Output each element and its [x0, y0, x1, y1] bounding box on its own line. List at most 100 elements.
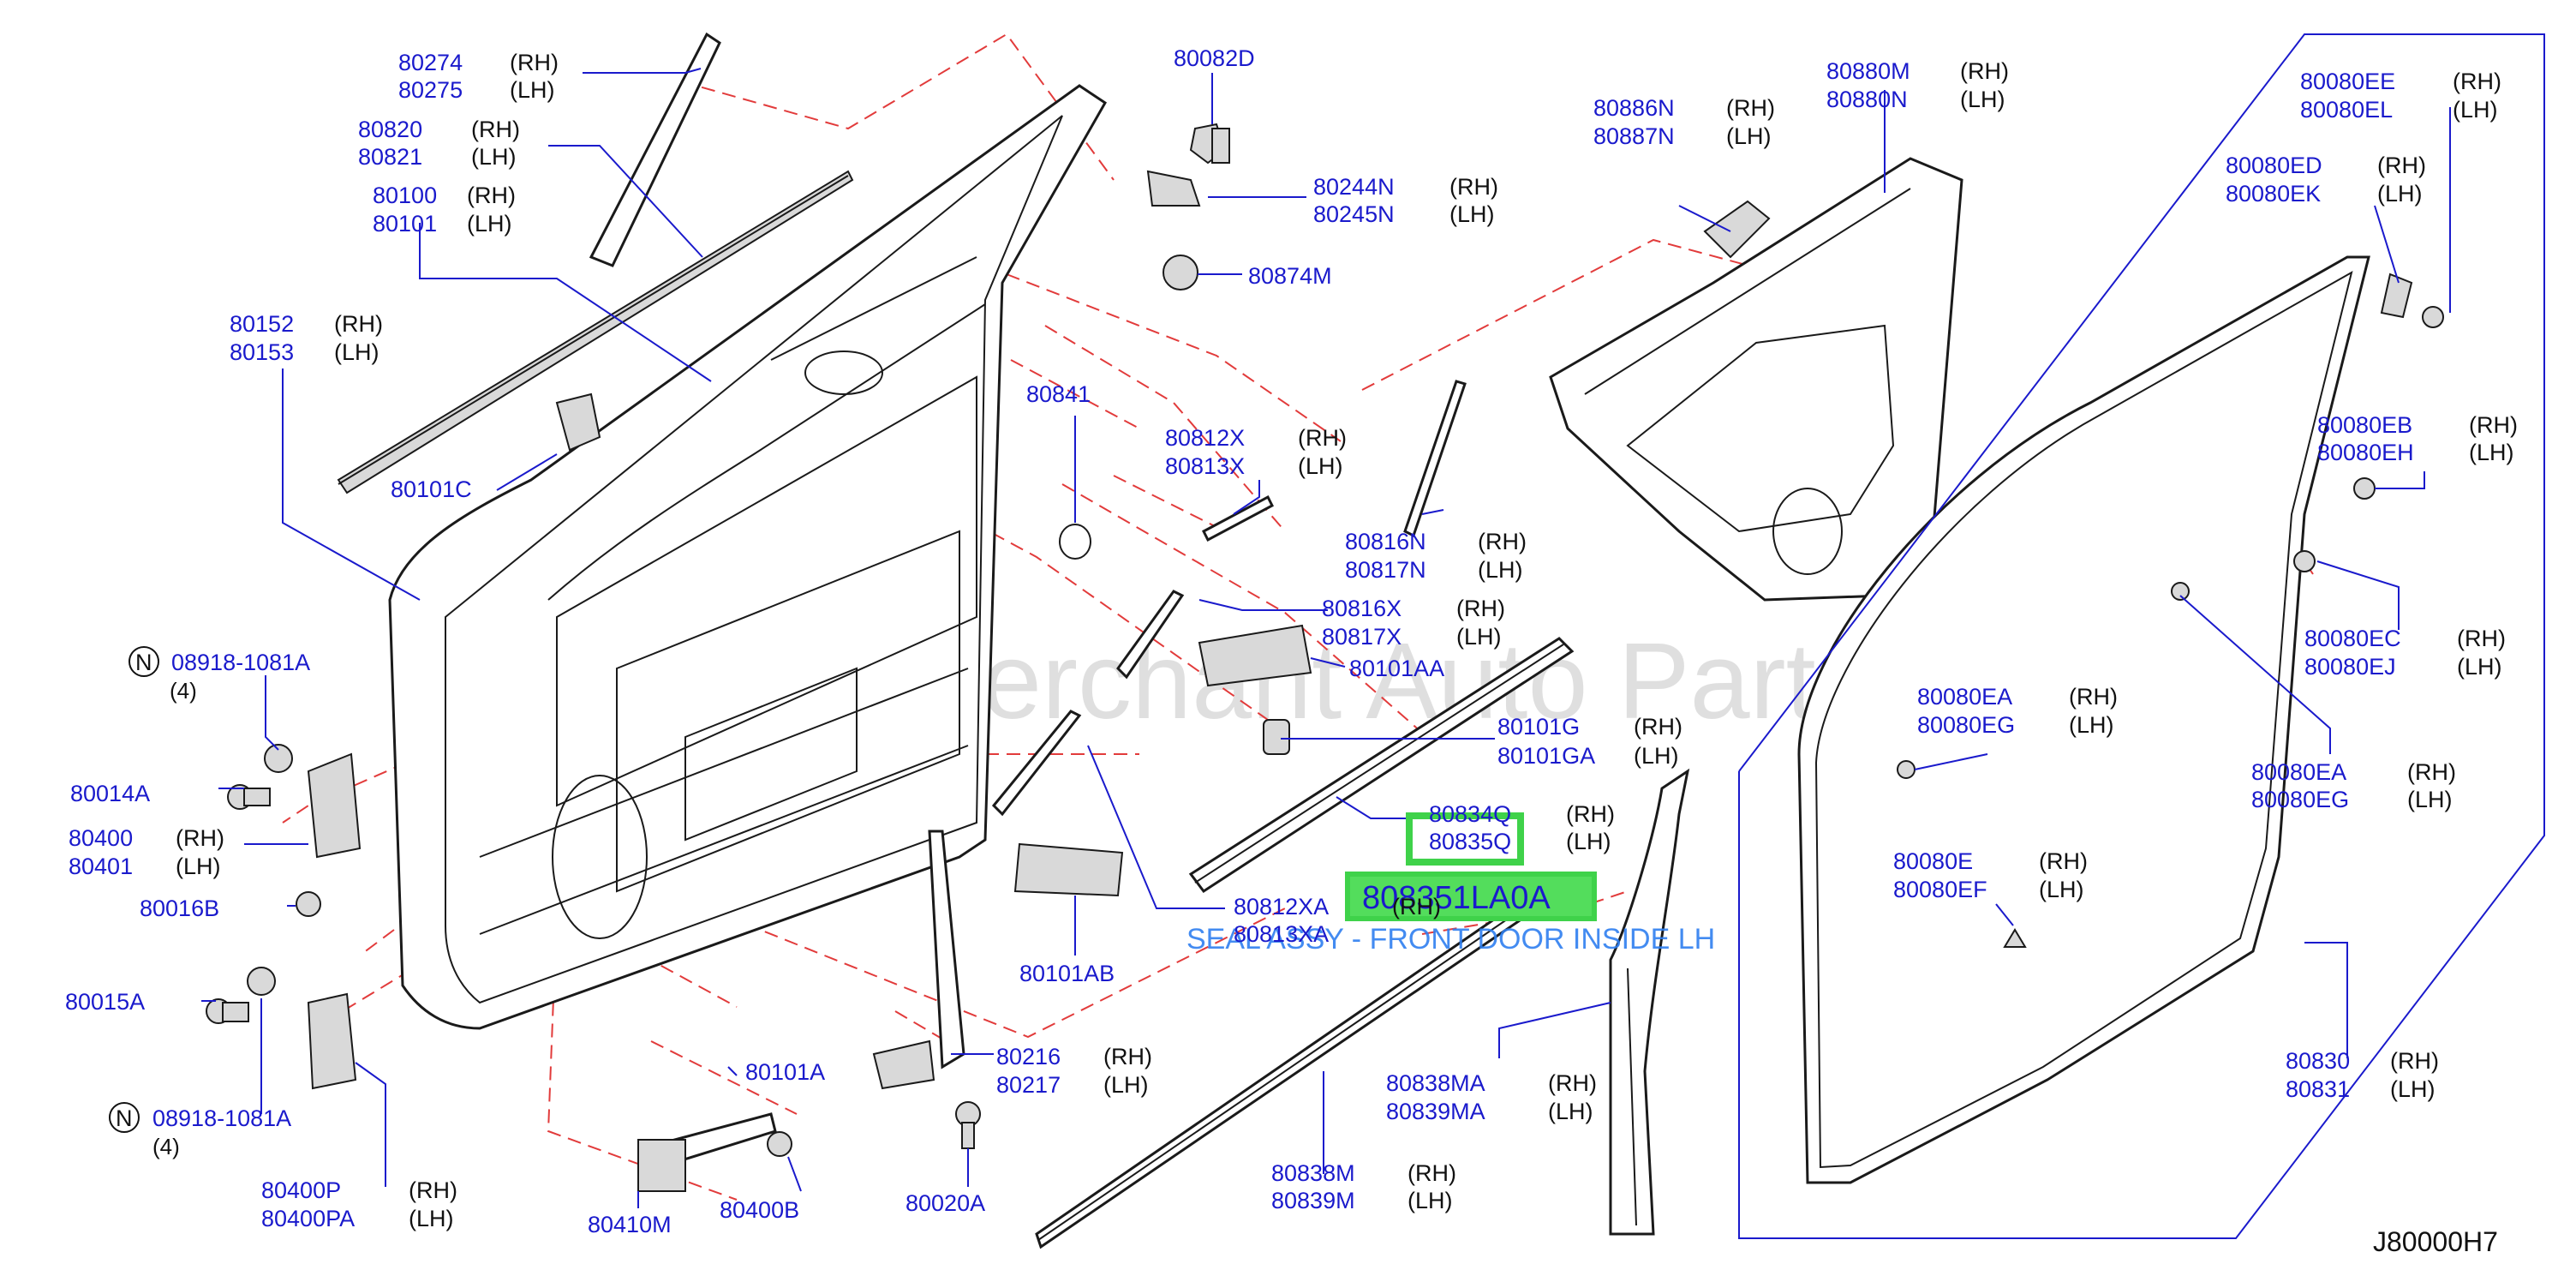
side-80400PA: (LH)	[409, 1206, 454, 1231]
highlight-box-80835Q	[1406, 812, 1524, 866]
side-80831: (LH)	[2390, 1076, 2436, 1102]
side-80080EG-2: (LH)	[2407, 787, 2453, 812]
part-label-80835Q[interactable]: 80835Q	[1429, 829, 1511, 854]
part-label-80274[interactable]: 80274	[398, 50, 463, 75]
side-80817N: (LH)	[1478, 557, 1523, 583]
side-80821: (LH)	[471, 144, 517, 170]
part-label-80080EG-1[interactable]: 80080EG	[1917, 712, 2015, 738]
side-80880N: (LH)	[1960, 87, 2005, 112]
part-label-80812XA[interactable]: 80812XA	[1234, 894, 1329, 920]
window-frame-molding	[337, 32, 854, 494]
small-pad-80101C	[555, 392, 601, 452]
part-label-80400[interactable]: 80400	[69, 825, 133, 851]
side-80080EJ: (LH)	[2457, 654, 2502, 680]
part-label-80153[interactable]: 80153	[230, 339, 294, 365]
part-label-80812X[interactable]: 80812X	[1165, 425, 1245, 451]
part-label-80834Q[interactable]: 80834Q	[1429, 801, 1511, 827]
part-label-80101AA[interactable]: 80101AA	[1349, 656, 1444, 681]
part-label-80014A[interactable]: 80014A	[70, 781, 150, 806]
part-label-80100[interactable]: 80100	[373, 183, 437, 208]
center-pillar-seal	[1609, 768, 1690, 1236]
part-label-80080EA-1[interactable]: 80080EA	[1917, 684, 2012, 710]
part-label-80080EA-2[interactable]: 80080EA	[2251, 759, 2346, 785]
door-opening-weatherstrip	[1797, 255, 2370, 1184]
part-label-80101C[interactable]: 80101C	[391, 476, 472, 502]
part-label-80080EB[interactable]: 80080EB	[2317, 412, 2412, 438]
part-label-80816X[interactable]: 80816X	[1322, 596, 1402, 621]
side-80080EA-2: (RH)	[2407, 759, 2456, 785]
part-label-80839MA[interactable]: 80839MA	[1386, 1099, 1485, 1124]
part-label-80401[interactable]: 80401	[69, 854, 133, 879]
side-80816N: (RH)	[1478, 529, 1527, 554]
side-80152: (RH)	[334, 311, 383, 337]
part-label-80152[interactable]: 80152	[230, 311, 294, 337]
part-label-80244N[interactable]: 80244N	[1313, 174, 1395, 200]
side-80400P: (RH)	[409, 1177, 457, 1203]
part-label-80400P[interactable]: 80400P	[261, 1177, 341, 1203]
part-label-80080EL[interactable]: 80080EL	[2300, 97, 2393, 123]
part-label-80831[interactable]: 80831	[2286, 1076, 2350, 1102]
part-label-80817X[interactable]: 80817X	[1322, 624, 1402, 650]
part-label-80841[interactable]: 80841	[1026, 381, 1091, 407]
part-label-80080EH[interactable]: 80080EH	[2317, 440, 2414, 465]
part-label-80216[interactable]: 80216	[996, 1044, 1061, 1069]
side-80400: (RH)	[176, 825, 224, 851]
side-80080EL: (LH)	[2453, 97, 2498, 123]
leader-lines	[201, 68, 2451, 1208]
part-label-80101AB[interactable]: 80101AB	[1019, 961, 1115, 986]
side-80101G: (RH)	[1634, 714, 1682, 740]
part-label-80838M[interactable]: 80838M	[1271, 1160, 1355, 1186]
part-label-80887N[interactable]: 80887N	[1593, 123, 1675, 149]
qty-08918-1081A-top: (4)	[170, 678, 197, 704]
part-label-80101GA[interactable]: 80101GA	[1497, 743, 1595, 769]
part-label-80830[interactable]: 80830	[2286, 1048, 2350, 1074]
side-80813X: (LH)	[1298, 453, 1343, 479]
side-80101GA: (LH)	[1634, 743, 1679, 769]
side-80100: (RH)	[467, 183, 516, 208]
part-label-80400B[interactable]: 80400B	[720, 1197, 799, 1223]
part-label-80016B[interactable]: 80016B	[140, 896, 219, 921]
part-label-08918-1081A-top[interactable]: 08918-1081A	[171, 650, 310, 675]
part-label-80817N[interactable]: 80817N	[1345, 557, 1426, 583]
part-label-80880N[interactable]: 80880N	[1826, 87, 1908, 112]
part-label-80821[interactable]: 80821	[358, 144, 422, 170]
part-label-80410M[interactable]: 80410M	[588, 1212, 672, 1237]
part-label-80816N[interactable]: 80816N	[1345, 529, 1426, 554]
part-label-80813X[interactable]: 80813X	[1165, 453, 1245, 479]
part-label-80080EK[interactable]: 80080EK	[2226, 181, 2321, 207]
part-label-80217[interactable]: 80217	[996, 1072, 1061, 1098]
highlight-part-box[interactable]	[1345, 872, 1597, 921]
part-label-80082D[interactable]: 80082D	[1174, 45, 1255, 71]
n-badge-top-letter: N	[135, 650, 152, 675]
part-label-80015A[interactable]: 80015A	[65, 989, 145, 1015]
highlight-part-number[interactable]: 808351LA0A	[1362, 880, 1551, 916]
part-label-80101[interactable]: 80101	[373, 211, 437, 237]
part-label-08918-1081A-bottom[interactable]: 08918-1081A	[152, 1105, 291, 1131]
part-label-80813XA[interactable]: 80813XA	[1234, 921, 1329, 947]
part-label-80020A[interactable]: 80020A	[905, 1190, 985, 1216]
side-80812XA: (RH)	[1392, 894, 1441, 920]
part-label-80880M[interactable]: 80880M	[1826, 58, 1910, 84]
part-label-80839M[interactable]: 80839M	[1271, 1188, 1355, 1213]
part-label-80101G[interactable]: 80101G	[1497, 714, 1580, 740]
part-label-80886N[interactable]: 80886N	[1593, 95, 1675, 121]
diagram-code: J80000H7	[2373, 1226, 2498, 1257]
part-label-80101A[interactable]: 80101A	[745, 1059, 825, 1085]
part-label-80080EE[interactable]: 80080EE	[2300, 69, 2395, 94]
part-label-80820[interactable]: 80820	[358, 117, 422, 142]
part-label-80080EJ[interactable]: 80080EJ	[2304, 654, 2396, 680]
part-label-80080ED[interactable]: 80080ED	[2226, 153, 2322, 178]
part-label-80245N[interactable]: 80245N	[1313, 201, 1395, 227]
part-label-80080E[interactable]: 80080E	[1893, 848, 1973, 874]
side-80274: (RH)	[510, 50, 559, 75]
door-shell	[388, 84, 1107, 1030]
part-label-80874M[interactable]: 80874M	[1248, 263, 1332, 289]
part-label-80400PA[interactable]: 80400PA	[261, 1206, 355, 1231]
highlight-group: 808351LA0A SEAL ASSY - FRONT DOOR INSIDE…	[1186, 812, 1715, 956]
part-label-80838MA[interactable]: 80838MA	[1386, 1070, 1485, 1096]
part-label-80080EC[interactable]: 80080EC	[2304, 626, 2401, 651]
part-label-80080EF[interactable]: 80080EF	[1893, 877, 1987, 902]
part-label-80275[interactable]: 80275	[398, 77, 463, 103]
side-80812X: (RH)	[1298, 425, 1347, 451]
part-label-80080EG-2[interactable]: 80080EG	[2251, 787, 2349, 812]
